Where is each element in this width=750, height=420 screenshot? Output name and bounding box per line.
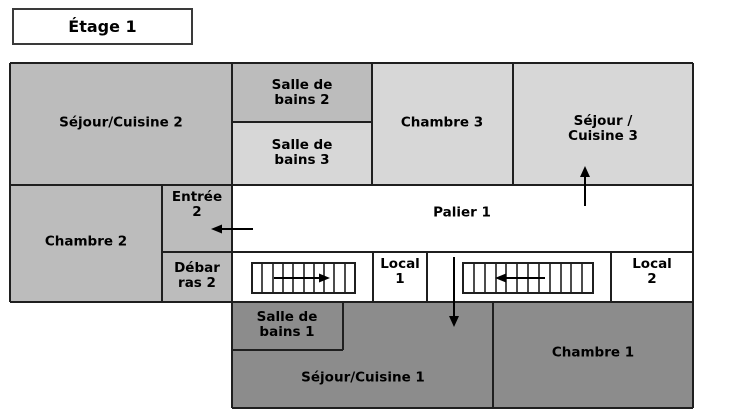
entry-arrow-sejour-cuisine-1-icon <box>449 257 459 327</box>
label-salle-de-bains-1: Salle de bains 1 <box>256 308 318 340</box>
staircase-2 <box>462 262 594 294</box>
label-chambre-1: Chambre 1 <box>551 344 635 361</box>
label-salle-de-bains-3: Salle de bains 3 <box>271 136 333 168</box>
room-salle-de-bains-2 <box>232 63 372 122</box>
room-chambre-1 <box>493 302 693 408</box>
staircase-1 <box>251 262 356 294</box>
walls <box>9 62 694 409</box>
label-entree-2: Entrée 2 <box>171 188 223 220</box>
stairs-up-right-arrow-icon <box>274 273 330 283</box>
room-salle-de-bains-1 <box>232 302 343 350</box>
floor-title: Étage 1 <box>68 17 137 36</box>
room-chambre-3 <box>372 63 513 185</box>
room-salle-de-bains-3 <box>232 122 372 185</box>
room-debarras-2 <box>162 252 232 302</box>
label-chambre-2: Chambre 2 <box>44 233 128 250</box>
entry-arrow-sejour-cuisine-3-icon <box>580 166 590 206</box>
room-palier-1 <box>232 185 693 252</box>
label-local-2: Local 2 <box>632 255 672 287</box>
label-sejour-cuisine-3: Séjour / Cuisine 3 <box>568 112 638 144</box>
room-sejour-cuisine-3 <box>513 63 693 185</box>
label-palier-1: Palier 1 <box>433 204 491 221</box>
label-chambre-3: Chambre 3 <box>400 114 484 131</box>
entry-arrow-entree-2-icon <box>211 224 253 234</box>
stairs-down-left-arrow-icon <box>495 273 545 283</box>
label-sejour-cuisine-2: Séjour/Cuisine 2 <box>59 114 183 131</box>
room-chambre-2 <box>10 185 162 302</box>
room-entree-2 <box>162 185 232 252</box>
label-sejour-cuisine-1: Séjour/Cuisine 1 <box>301 369 425 386</box>
floor-title-box: Étage 1 <box>12 8 193 45</box>
label-salle-de-bains-2: Salle de bains 2 <box>271 76 333 108</box>
label-local-1: Local 1 <box>380 255 420 287</box>
room-sejour-cuisine-2 <box>10 63 232 185</box>
label-debarras-2: Débar ras 2 <box>174 259 220 291</box>
